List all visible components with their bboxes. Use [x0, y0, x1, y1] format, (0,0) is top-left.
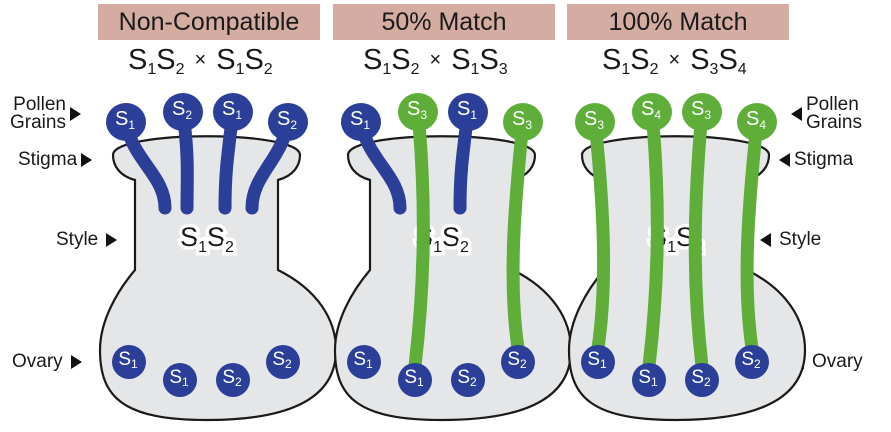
ovule	[163, 363, 197, 397]
arrow-right-icon	[69, 107, 81, 121]
pollen-grain-label: S3	[407, 98, 427, 122]
cross-2: S1S2×S1S3	[363, 44, 508, 78]
label-stigma-right: Stigma	[779, 150, 853, 170]
pollen-grain-label: S1	[222, 98, 242, 122]
arrow-left-icon	[791, 107, 802, 121]
cross-1: S1S2×S1S2	[128, 44, 273, 78]
pollen-grain	[448, 93, 488, 131]
pollen-grain-label: S4	[746, 108, 766, 132]
pollen-grain	[106, 103, 146, 141]
pollen-grain-label: S3	[691, 98, 711, 122]
label-ovary-left: Ovary	[12, 352, 82, 372]
header-non-compatible: Non-Compatible	[98, 4, 320, 40]
pollen-grain-label: S1	[457, 98, 477, 122]
ovule-label: S1	[404, 367, 424, 389]
pollen-grain-label: S3	[512, 108, 532, 132]
pollen-tube	[408, 105, 430, 373]
style-genotype-label: S1S2	[177, 219, 238, 260]
pollen-grain	[341, 103, 381, 141]
label-style-right: Style	[760, 230, 821, 250]
ovule	[451, 363, 485, 397]
header-100-match: 100% Match	[567, 4, 789, 40]
ovule-label: S1	[638, 367, 658, 389]
ovule-label: S1	[169, 367, 189, 389]
ovule	[501, 345, 535, 379]
ovule-label: S2	[691, 367, 711, 389]
ovule-label: S2	[741, 349, 761, 371]
pollen-tube	[740, 115, 764, 355]
ovule	[216, 363, 250, 397]
pollen-grain	[268, 103, 308, 141]
header-50-match: 50% Match	[333, 4, 555, 40]
ovule	[112, 345, 146, 379]
pollen-grain-label: S2	[172, 98, 192, 122]
pollen-grain-label: S4	[641, 98, 661, 122]
pollen-grain-label: S1	[350, 108, 370, 132]
arrow-right-icon	[70, 354, 82, 369]
ovule-label: S1	[118, 349, 138, 371]
cross-3: S1S2×S3S4	[602, 44, 747, 78]
ovule-label: S2	[272, 349, 292, 371]
arrow-right-icon	[106, 232, 118, 247]
svg-text:S1S2: S1S2	[180, 222, 234, 256]
ovule	[347, 345, 381, 379]
ovule	[685, 363, 719, 397]
pollen-tube	[642, 105, 664, 373]
pollen-grain	[632, 93, 672, 131]
arrow-left-icon	[779, 152, 790, 167]
ovule	[581, 345, 615, 379]
ovule	[632, 363, 666, 397]
pollen-grain-label: S3	[584, 108, 604, 132]
pollen-grain	[398, 93, 438, 131]
pollen-tube	[688, 105, 709, 373]
pollen-grain	[575, 103, 615, 141]
pollen-grain-label: S2	[277, 108, 297, 132]
ovule	[266, 345, 300, 379]
pollen-grain	[213, 93, 253, 131]
pollen-tube	[588, 115, 611, 355]
pollen-grain	[737, 103, 777, 141]
ovule-label: S1	[353, 349, 373, 371]
pollen-tube	[506, 115, 530, 355]
arrow-right-icon	[81, 152, 93, 167]
pollen-grain	[503, 103, 543, 141]
label-style-left: Style	[56, 230, 118, 250]
ovule	[735, 345, 769, 379]
label-stigma-left: Stigma	[18, 150, 93, 170]
pollen-grain	[163, 93, 203, 131]
ovule	[398, 363, 432, 397]
arrow-left-icon	[760, 232, 771, 247]
pollen-grain-label: S1	[115, 108, 135, 132]
ovule-label: S2	[222, 367, 242, 389]
pollen-grain	[682, 93, 722, 131]
ovule-label: S2	[457, 367, 477, 389]
ovule-label: S1	[587, 349, 607, 371]
ovule-label: S2	[507, 349, 527, 371]
